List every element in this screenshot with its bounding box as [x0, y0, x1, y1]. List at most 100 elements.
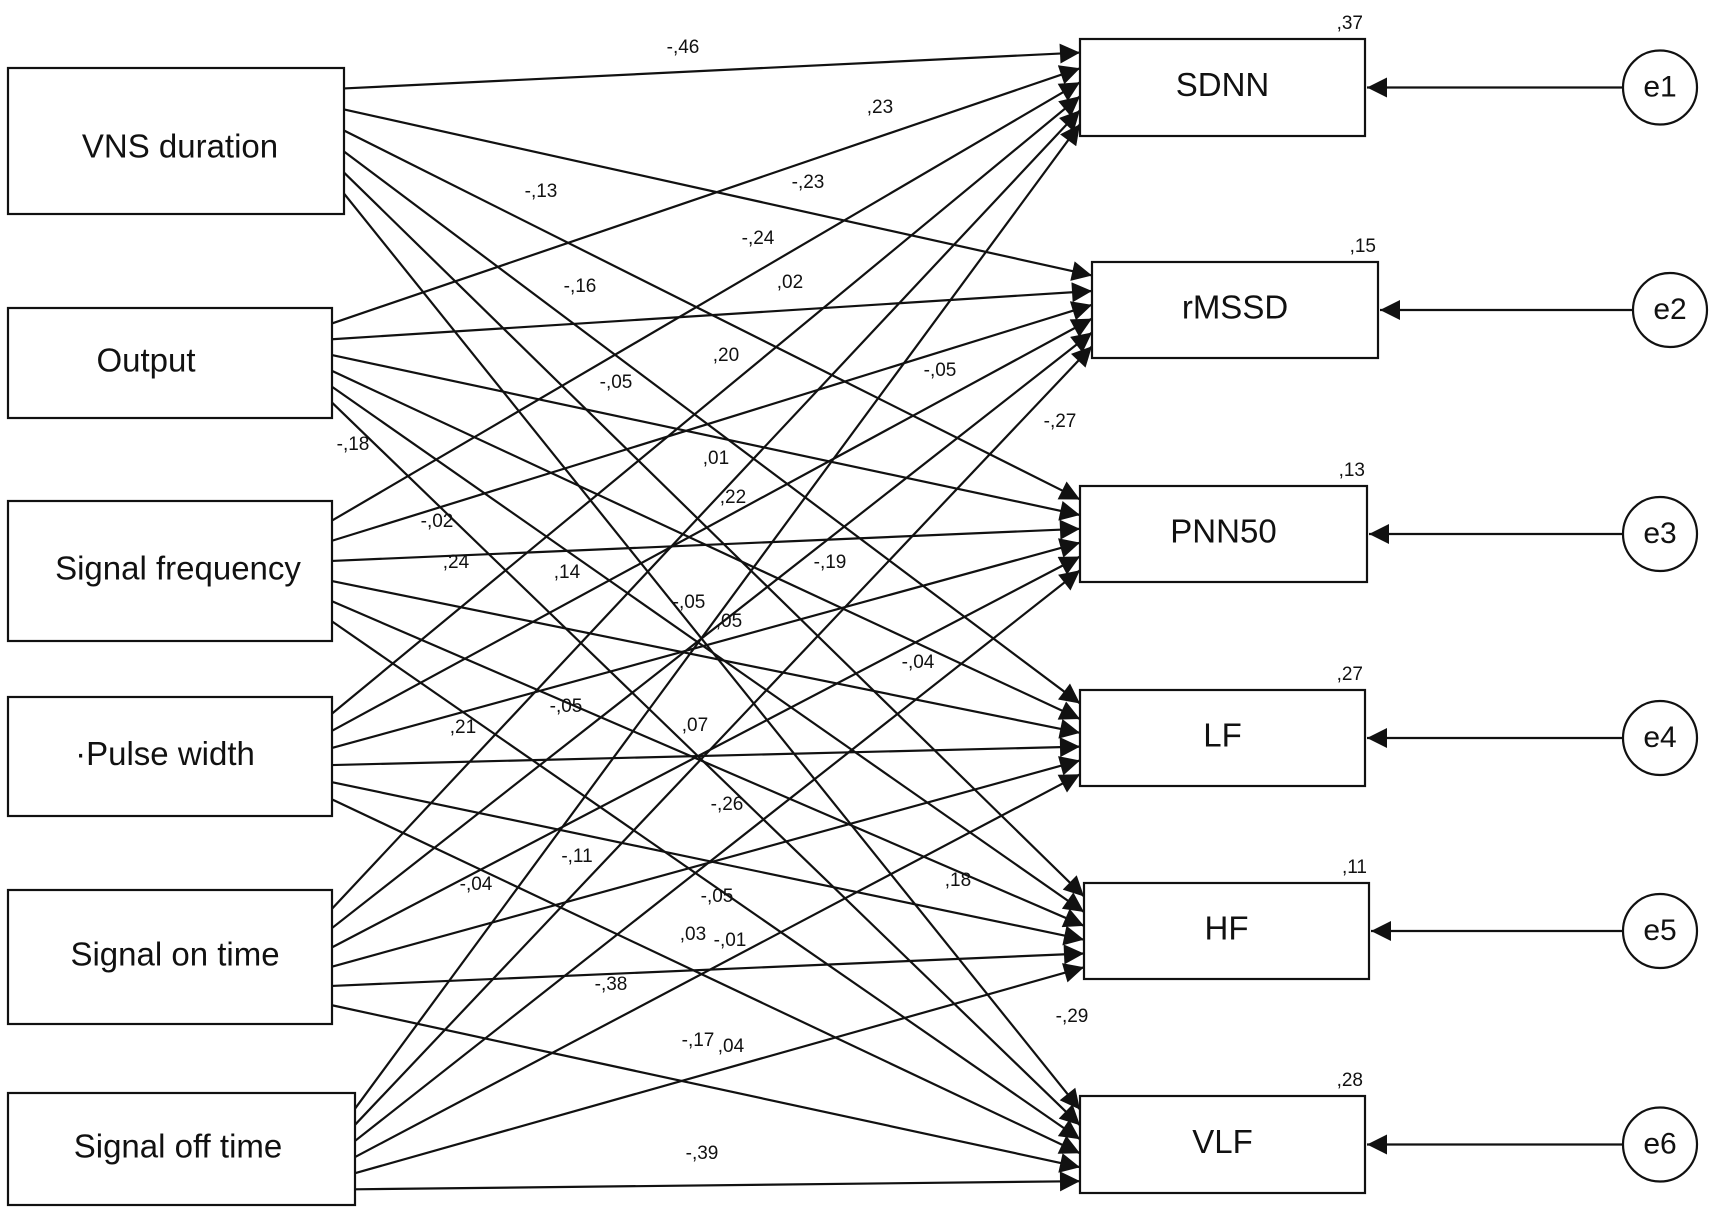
error-term-e2: e2	[1631, 271, 1709, 349]
path-coefficient: -,38	[595, 974, 628, 995]
predictor-label: ·Pulse width	[75, 735, 255, 772]
outcome-node-pnn50: PNN50 ,13 e3	[1078, 460, 1699, 584]
path-output-to-sdnn	[331, 65, 1081, 325]
path-coefficient: -,27	[1044, 411, 1077, 432]
outcome-label: PNN50	[1170, 513, 1276, 550]
error-term-e4: e4	[1621, 699, 1699, 777]
outcome-label: LF	[1203, 717, 1242, 754]
outcome-box	[1082, 881, 1371, 981]
error-circle	[1621, 49, 1699, 126]
outcome-label: SDNN	[1176, 66, 1270, 103]
path-offtime-to-rmssd	[354, 345, 1093, 1126]
path-coefficient: ,01	[703, 448, 729, 469]
error-term-e3: e3	[1621, 495, 1699, 573]
predictor-node-ontime: Signal on time	[6, 888, 334, 1026]
path-sigfreq-to-vlf	[331, 620, 1081, 1141]
path-coefficient: ,22	[720, 487, 746, 508]
path-vns-to-hf	[343, 171, 1085, 898]
regression-paths	[331, 43, 1093, 1192]
path-offtime-to-hf	[354, 963, 1085, 1175]
error-circle	[1631, 271, 1709, 349]
path-coefficient: ,02	[777, 272, 803, 293]
path-coefficient: -,18	[337, 434, 370, 455]
outcome-label: VLF	[1192, 1123, 1253, 1160]
predictor-node-pulse: ·Pulse width	[6, 695, 334, 818]
coefficient-labels: ,23-,46-,13-,23-,24-,16,02,20-,05-,05-,2…	[337, 37, 1089, 1164]
error-label: e6	[1643, 1127, 1676, 1160]
path-pulse-to-lf	[331, 737, 1081, 767]
path-pulse-to-pnn50	[331, 538, 1081, 749]
path-coefficient: -,24	[742, 228, 775, 249]
outcome-node-lf: LF ,27 e4	[1078, 664, 1699, 788]
path-pulse-to-vlf	[331, 798, 1081, 1155]
path-coefficient: -,05	[673, 592, 706, 613]
path-coefficient: -,19	[814, 552, 847, 573]
predictor-label: Signal frequency	[55, 550, 301, 587]
path-ontime-to-vlf	[331, 1004, 1081, 1173]
path-coefficient: -,04	[902, 652, 935, 673]
predictor-box	[6, 888, 334, 1026]
path-coefficient: -,02	[421, 511, 454, 532]
error-label: e1	[1643, 70, 1676, 103]
path-ontime-to-sdnn	[331, 109, 1081, 910]
r-squared-label: ,11	[1342, 857, 1367, 878]
path-output-to-pnn50	[331, 354, 1081, 521]
path-coefficient: -,13	[525, 181, 558, 202]
path-coefficient: -,01	[714, 930, 747, 951]
path-output-to-hf	[331, 385, 1085, 913]
r-squared-label: ,13	[1339, 460, 1365, 481]
path-coefficient: -,05	[701, 886, 734, 907]
path-ontime-to-rmssd	[331, 331, 1093, 929]
predictor-box	[6, 66, 346, 216]
path-coefficient: ,04	[718, 1036, 745, 1057]
path-sigfreq-to-rmssd	[331, 301, 1093, 542]
outcome-box	[1090, 260, 1380, 360]
path-ontime-to-pnn50	[331, 555, 1081, 949]
path-sigfreq-to-hf	[331, 600, 1085, 928]
predictor-node-sigfreq: Signal frequency	[6, 499, 334, 643]
path-output-to-vlf	[331, 401, 1081, 1127]
path-vns-to-sdnn	[343, 43, 1081, 90]
predictor-node-output: Output	[6, 306, 334, 420]
path-coefficient: ,14	[554, 562, 581, 583]
error-term-e6: e6	[1621, 1106, 1699, 1183]
path-vns-to-lf	[343, 150, 1081, 705]
predictor-box	[6, 1091, 357, 1207]
path-coefficient: -,26	[711, 794, 744, 815]
error-label: e5	[1643, 914, 1676, 947]
path-coefficient: ,21	[450, 717, 476, 738]
path-coefficient: -,29	[1056, 1006, 1089, 1027]
error-label: e2	[1653, 293, 1686, 326]
r-squared-label: ,27	[1337, 664, 1363, 685]
error-term-e5: e5	[1621, 892, 1699, 970]
predictor-box	[6, 695, 334, 818]
predictor-node-offtime: Signal off time	[6, 1091, 357, 1207]
error-circle	[1621, 495, 1699, 573]
error-circle	[1621, 699, 1699, 777]
r-squared-label: ,15	[1350, 236, 1376, 257]
error-label: e3	[1643, 517, 1676, 550]
path-pulse-to-rmssd	[331, 317, 1093, 732]
path-coefficient: -,05	[924, 360, 957, 381]
outcome-box	[1078, 1094, 1367, 1195]
path-coefficient: ,05	[716, 611, 742, 632]
path-coefficient: -,11	[561, 846, 592, 867]
path-coefficient: -,39	[686, 1143, 719, 1164]
predictor-box	[6, 306, 334, 420]
error-term-e1: e1	[1621, 49, 1699, 126]
path-sigfreq-to-sdnn	[331, 81, 1081, 522]
path-sigfreq-to-lf	[331, 580, 1081, 739]
path-output-to-rmssd	[331, 282, 1093, 341]
predictor-label: Output	[96, 342, 195, 379]
outcome-box	[1078, 688, 1367, 788]
outcome-box	[1078, 37, 1367, 138]
path-coefficient: -,16	[564, 276, 597, 297]
path-coefficient: ,20	[713, 345, 739, 366]
outcome-box	[1078, 484, 1369, 584]
path-coefficient: -,05	[600, 372, 633, 393]
